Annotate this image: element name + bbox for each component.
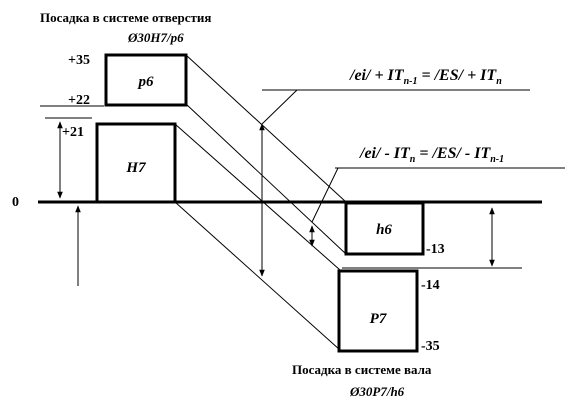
value-P7-upper: -14: [421, 278, 440, 293]
shaft-system-fit: Ø30P7/h6: [349, 384, 405, 399]
hole-system-title: Посадка в системе отверстия: [40, 10, 211, 25]
formula-top-es: /ES/: [434, 67, 465, 84]
proj-line-2: [185, 103, 347, 255]
leader-bottom-formula: [311, 167, 339, 223]
formula-top-plus-it2: + IT: [463, 67, 497, 84]
proj-line-3: [174, 123, 341, 271]
formula-bottom-minus-it: - IT: [380, 145, 411, 162]
formula-bottom-equals: =: [415, 145, 432, 162]
formula-top-equals: =: [417, 67, 434, 84]
zero-label: 0: [12, 195, 19, 210]
proj-line-1: [185, 54, 347, 203]
proj-line-4: [174, 201, 341, 351]
formula-top-ei: /ei/: [349, 67, 372, 84]
box-H7: [95, 122, 177, 204]
formula-bottom-sub2: n-1: [490, 154, 504, 165]
formula-bottom: /ei/ - ITn = /ES/ - ITn-1: [359, 145, 504, 165]
label-P7: P7: [370, 311, 387, 327]
formula-top-sub2: n: [496, 76, 502, 87]
value-P7-lower: -35: [421, 339, 440, 354]
box-p6: [104, 53, 188, 107]
value-h6-lower: -13: [426, 242, 445, 257]
shaft-system-title: Посадка в системе вала: [292, 362, 432, 377]
formula-top-sub1: n-1: [404, 76, 418, 87]
box-P7: [337, 269, 419, 353]
label-h6: h6: [376, 222, 392, 238]
label-H7: H7: [125, 160, 146, 176]
formula-bottom-ei: /ei/: [359, 145, 382, 162]
label-p6: p6: [137, 74, 155, 90]
value-H7-upper: +21: [62, 125, 84, 140]
hole-system-fit: Ø30H7/p6: [127, 30, 184, 45]
value-p6-lower: +22: [68, 93, 90, 108]
value-p6-upper: +35: [68, 53, 90, 68]
leader-top-formula: [261, 89, 298, 125]
formula-bottom-sub1: n: [410, 154, 416, 165]
formula-top-plus-it: + IT: [370, 67, 404, 84]
box-h6: [344, 201, 425, 256]
formula-top: /ei/ + ITn-1 = /ES/ + ITn: [349, 67, 502, 87]
formula-bottom-es: /ES/: [431, 145, 462, 162]
formula-bottom-minus-it2: - IT: [461, 145, 492, 162]
